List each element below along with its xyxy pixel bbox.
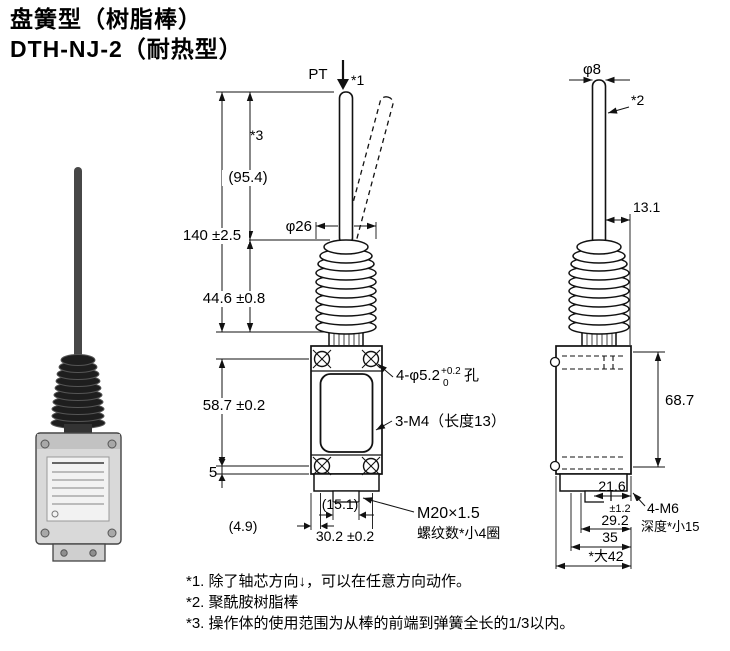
- mounting-hole: [312, 349, 332, 369]
- front-bottom-cap: [313, 473, 380, 492]
- pt-label: PT: [308, 66, 327, 83]
- front-window: [319, 373, 374, 453]
- leader-star2: [607, 106, 630, 114]
- side-collar-knurl: [586, 333, 613, 345]
- illustration-rod: [74, 167, 82, 362]
- footnote-2: *2. 聚酰胺树脂棒: [186, 594, 299, 611]
- dim-max-42: *大42: [588, 548, 623, 564]
- front-conduit: [332, 490, 360, 503]
- mounting-hole: [361, 349, 381, 369]
- leader-m4: [375, 420, 393, 431]
- dim-21-6: 21.6: [598, 478, 625, 494]
- dim-edge-offset: 5: [209, 464, 217, 481]
- front-spring: [315, 239, 377, 335]
- side-spring: [568, 239, 630, 335]
- illustration-logo-mark: [51, 510, 59, 518]
- dim-rod-length: (95.4): [228, 169, 267, 186]
- label-m4: 3-M4（长度13）: [395, 413, 506, 430]
- side-hidden-lines: [562, 355, 625, 470]
- title-line1: 盘簧型（树脂棒）: [10, 6, 202, 32]
- dim-35: 35: [602, 529, 618, 545]
- illustration-label-text-lines: [52, 462, 104, 505]
- dim-side-offset: (4.9): [229, 518, 258, 534]
- ref-star2: *2: [631, 92, 644, 108]
- leader-holes: [377, 363, 394, 378]
- footnote-3: *3. 操作体的使用范围为从棒的前端到弹簧全长的1/3以内。: [186, 615, 575, 632]
- front-dimensions: PT *1 *3 (95.4) 140 ±2.5 φ26 44.6 ±0.8 5…: [175, 60, 506, 544]
- dim-total-length: 140 ±2.5: [183, 227, 241, 244]
- title-line2: DTH-NJ-2（耐热型）: [10, 35, 243, 62]
- dim-tol-1-2: ±1.2: [609, 503, 630, 515]
- illustration-head-strip: [37, 434, 120, 449]
- front-mounting-holes: [312, 349, 381, 476]
- leader-m6: [632, 492, 646, 507]
- side-body: [555, 345, 632, 475]
- illustration-tab-hole: [89, 549, 97, 557]
- ref-star1: *1: [351, 72, 364, 88]
- footnotes: *1. 除了轴芯方向↓，可以在任意方向动作。 *2. 聚酰胺树脂棒 *3. 操作…: [186, 571, 574, 634]
- label-m20: M20×1.5: [417, 505, 480, 522]
- front-dim-texts: PT *1 *3 (95.4) 140 ±2.5 φ26 44.6 ±0.8 5…: [183, 66, 506, 544]
- mounting-hole: [312, 456, 332, 476]
- front-view: PT *1 *3 (95.4) 140 ±2.5 φ26 44.6 ±0.8 5…: [175, 60, 506, 544]
- dim-text-masks: [175, 170, 380, 544]
- ref-star3: *3: [250, 127, 263, 143]
- side-rod: [591, 79, 607, 251]
- label-holes-suffix: 孔: [464, 367, 479, 384]
- dim-29-2: 29.2: [601, 512, 628, 528]
- mounting-hole: [361, 456, 381, 476]
- side-hinge-screw: [549, 460, 561, 472]
- leader-m20: [362, 497, 415, 513]
- label-holes-tol-sup: +0.2: [441, 366, 461, 377]
- pt-arrow-head: [337, 79, 349, 90]
- illustration-label-plate: [46, 456, 110, 522]
- front-extension-lines: [216, 91, 377, 544]
- label-holes: 4-φ5.2: [396, 367, 440, 384]
- dim-body-length: 58.7 ±0.2: [203, 397, 265, 414]
- illustration-spring: [50, 354, 106, 429]
- dim-rod-to-face: 13.1: [633, 199, 660, 215]
- front-object: [310, 91, 394, 503]
- dim-window-width: 30.2 ±0.2: [316, 528, 374, 544]
- side-dim-text-masks: [598, 501, 638, 527]
- side-dim-texts: φ8 *2 13.1 68.7 21.6 ±1.2 29.2 35 *大42 4…: [583, 61, 700, 564]
- dim-conduit-width: (15.1): [322, 496, 359, 512]
- side-dimensions: φ8 *2 13.1 68.7 21.6 ±1.2 29.2 35 *大42 4…: [555, 61, 700, 570]
- front-rod-rotated-phantom: [343, 96, 394, 245]
- dim-rod-dia: φ8: [583, 61, 601, 78]
- illustration-tab-hole: [60, 549, 68, 557]
- side-view: φ8 *2 13.1 68.7 21.6 ±1.2 29.2 35 *大42 4…: [549, 61, 700, 570]
- dim-spring-length: 44.6 ±0.8: [203, 290, 265, 307]
- footnote-1: *1. 除了轴芯方向↓，可以在任意方向动作。: [186, 573, 472, 590]
- label-m6-note: 深度*小15: [641, 519, 700, 534]
- product-illustration: [35, 167, 122, 562]
- dim-spring-dia: φ26: [286, 218, 312, 235]
- page-title: 盘簧型（树脂棒） DTH-NJ-2（耐热型）: [10, 5, 243, 65]
- side-hinge-screw: [549, 356, 561, 368]
- front-collar-knurl: [333, 333, 360, 345]
- label-m20-note: 螺纹数*小4圈: [417, 525, 500, 541]
- front-rod: [338, 91, 354, 245]
- side-object: [549, 79, 632, 503]
- illustration-screws: [40, 439, 117, 538]
- dim-body-height: 68.7: [665, 392, 694, 409]
- label-holes-tol-sub: 0: [443, 378, 449, 389]
- illustration-bottom-tab: [52, 543, 106, 562]
- label-m6: 4-M6: [647, 500, 679, 516]
- illustration-collar: [64, 424, 92, 434]
